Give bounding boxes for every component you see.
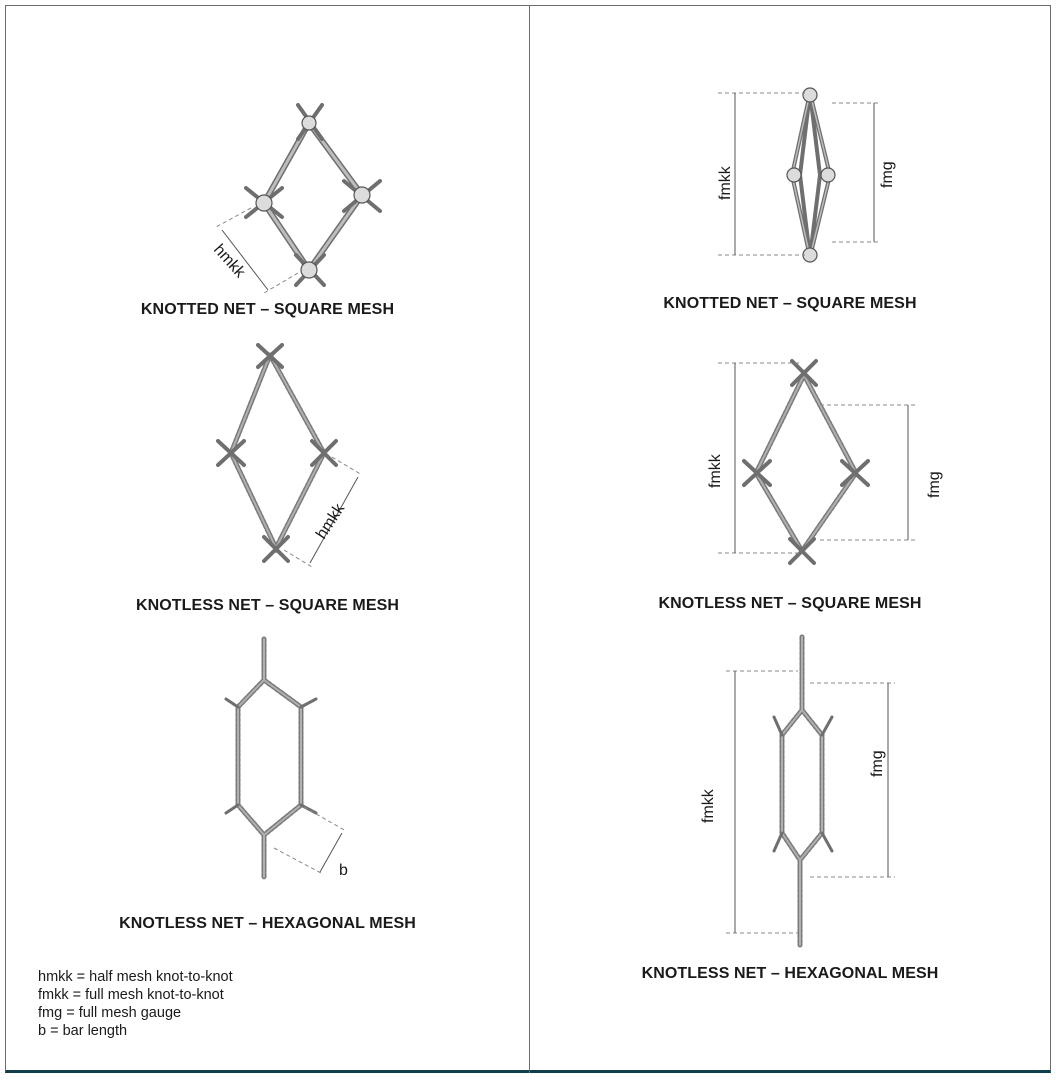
dimension-label-hmkk: hmkk — [210, 241, 249, 282]
figure-frame — [5, 5, 1051, 1073]
knotless-square-mesh-diagram: hmkk — [216, 343, 363, 568]
legend-item-fmkk: fmkk = full mesh knot-to-knot — [38, 987, 224, 1003]
caption-knotted-square-mesh-right: KNOTTED NET – SQUARE MESH — [663, 295, 917, 312]
caption-knotless-hexagonal-mesh: KNOTLESS NET – HEXAGONAL MESH — [119, 915, 416, 932]
dimension-label-fmkk: fmkk — [717, 165, 734, 200]
knotless-square-mesh-fmkk-diagram: fmkk fmg — [707, 359, 943, 565]
caption-knotless-hexagonal-mesh-right: KNOTLESS NET – HEXAGONAL MESH — [641, 965, 939, 982]
caption-knotless-square-mesh-right: KNOTLESS NET – SQUARE MESH — [658, 595, 922, 612]
knotted-square-mesh-stretched-diagram: fmkk fmg — [717, 87, 896, 263]
knotless-hexagonal-mesh-diagram: b — [224, 636, 348, 880]
legend-item-b: b = bar length — [38, 1023, 128, 1039]
dimension-label-fmkk-3: fmkk — [700, 788, 717, 823]
left-diagrams: hmkk hmkk b — [210, 103, 382, 880]
legend-item-hmkk: hmkk = half mesh knot-to-knot — [38, 969, 233, 985]
dimension-label-hmkk-2: hmkk — [313, 500, 349, 542]
abbreviation-legend: hmkk = half mesh knot-to-knot fmkk = ful… — [38, 968, 233, 1040]
dimension-label-fmg: fmg — [879, 161, 896, 188]
knotless-hexagonal-mesh-stretched-diagram: fmkk fmg — [700, 634, 895, 948]
dimension-label-fmg-3: fmg — [869, 750, 886, 777]
knotted-square-mesh-diagram: hmkk — [210, 103, 382, 294]
caption-knotted-square-mesh: KNOTTED NET – SQUARE MESH — [140, 301, 395, 318]
right-diagrams: fmkk fmg fmkk fmg — [700, 87, 943, 948]
legend-item-fmg: fmg = full mesh gauge — [38, 1005, 182, 1021]
right-panel: fmkk fmg fmkk fmg — [530, 5, 1050, 1071]
dimension-label-fmkk-2: fmkk — [707, 453, 724, 488]
dimension-label-b: b — [339, 862, 348, 879]
left-panel: hmkk hmkk b KNOTTED NET – SQUARE MESH KN… — [6, 5, 529, 1071]
dimension-label-fmg-2: fmg — [926, 471, 943, 498]
caption-knotless-square-mesh: KNOTLESS NET – SQUARE MESH — [135, 597, 400, 614]
column-divider — [529, 5, 530, 1073]
